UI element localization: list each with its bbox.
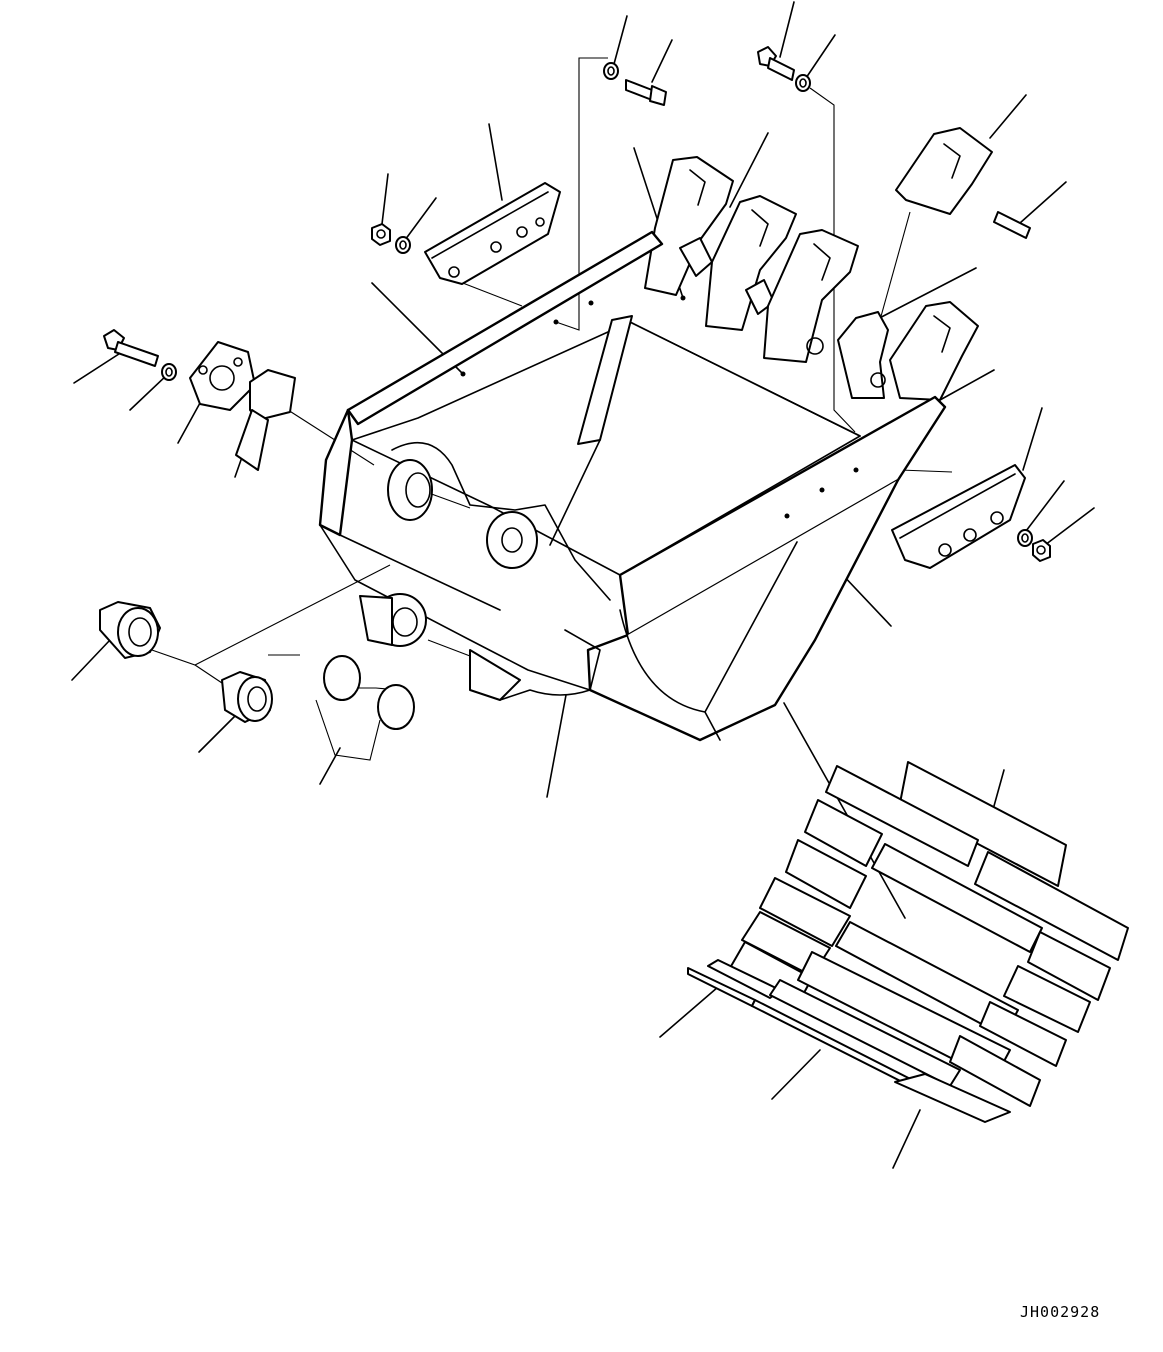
bolt-icon [758,47,794,80]
drawing-code: JH002928 [1020,1303,1101,1321]
shim-disc-pair [324,656,414,729]
side-cutter-left [425,183,560,284]
bushing-small [222,672,272,722]
side-cutter-right [892,465,1025,568]
bolt-icon [626,80,666,105]
tooth-2 [706,196,796,330]
tooth-5 [890,302,978,400]
tooth-spare [896,128,992,214]
bucket-body [320,232,945,740]
tooth-3 [764,230,858,362]
shim-plate [236,370,295,470]
washer-icon [396,237,410,253]
nut-icon [1033,540,1050,561]
washer-icon [796,75,810,91]
bolt-icon [104,330,158,366]
washer-icon [162,364,176,380]
plate-flange [190,342,255,410]
tooth-1 [645,157,733,295]
nut-icon [372,224,390,245]
wear-plate-set [688,762,1128,1122]
washer-icon [1018,530,1032,546]
pin-icon [994,212,1030,238]
washer-icon [604,63,618,79]
tooth-4 [838,312,888,398]
bushing-large [100,602,160,658]
